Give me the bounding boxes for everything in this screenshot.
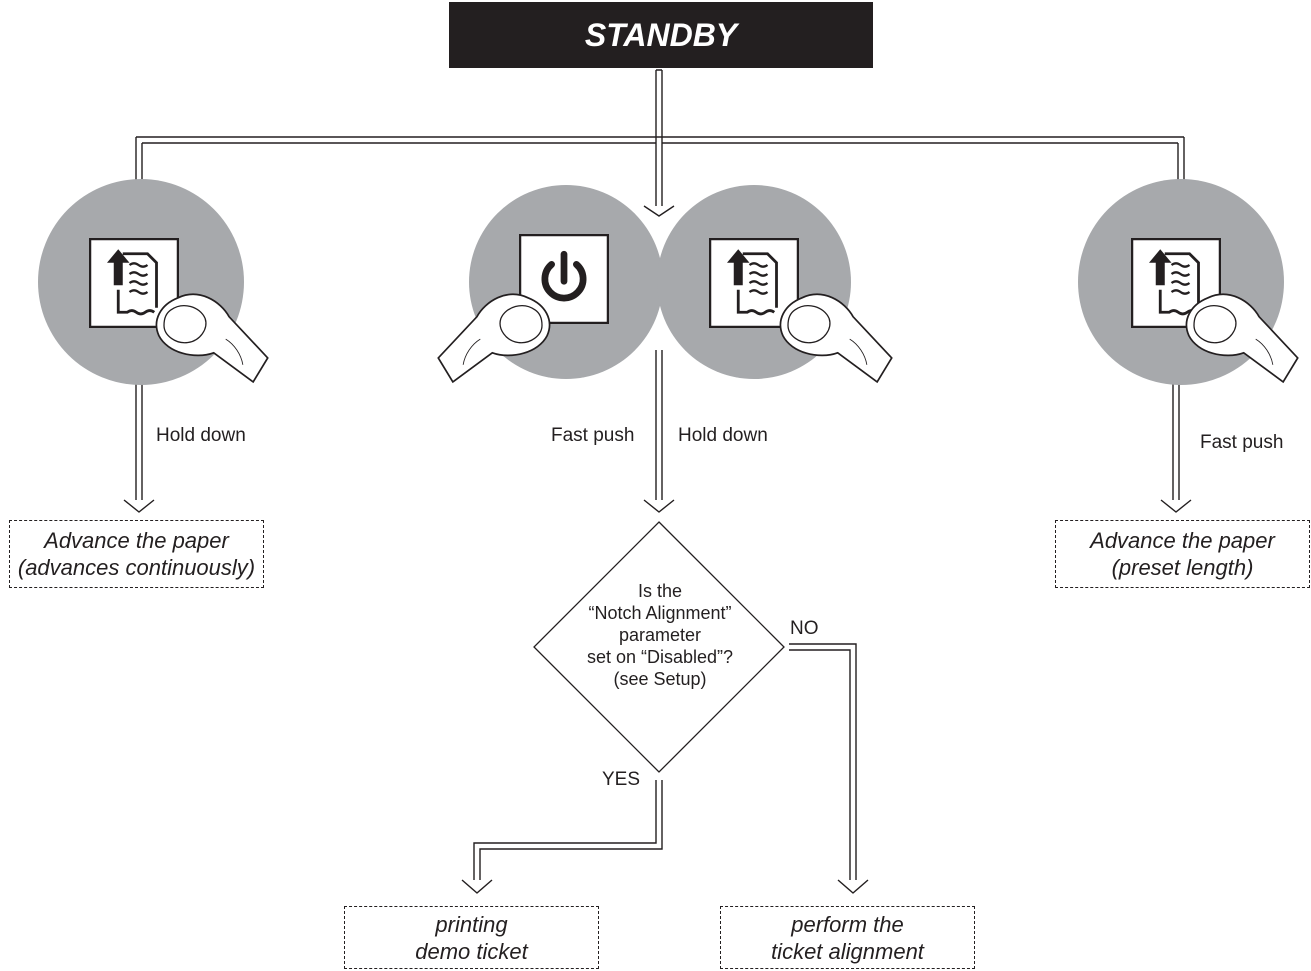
outcome-line: printing bbox=[435, 911, 508, 937]
outcome-advance-preset: Advance the paper (preset length) bbox=[1055, 520, 1310, 588]
label-left-hold-down: Hold down bbox=[156, 425, 246, 446]
connector-no bbox=[789, 643, 869, 894]
question-line: (see Setup) bbox=[613, 669, 707, 689]
outcome-line: (preset length) bbox=[1111, 555, 1254, 580]
question-line: Is the bbox=[637, 581, 683, 601]
arrowhead-center bbox=[643, 205, 675, 217]
question-line: “Notch Alignment” bbox=[588, 603, 732, 623]
outcome-line: Advance the paper bbox=[44, 528, 229, 553]
connector-center-down bbox=[643, 350, 675, 513]
outcome-line: demo ticket bbox=[415, 938, 528, 964]
decision-question: Is the “Notch Alignment” parameter set o… bbox=[560, 580, 760, 690]
outcome-line: Advance the paper bbox=[1090, 528, 1275, 553]
label-yes: YES bbox=[602, 769, 641, 790]
question-line: set on “Disabled”? bbox=[586, 647, 734, 667]
outcome-line: ticket alignment bbox=[771, 938, 924, 964]
label-center-hold-down: Hold down bbox=[678, 425, 768, 446]
outcome-line: (advances continuously) bbox=[17, 555, 256, 580]
label-center-fast-push: Fast push bbox=[551, 425, 635, 446]
outcome-demo-ticket: printing demo ticket bbox=[344, 906, 599, 969]
outcome-advance-continuous: Advance the paper (advances continuously… bbox=[9, 520, 264, 588]
outcome-line: perform the bbox=[791, 911, 904, 937]
outcome-ticket-alignment: perform the ticket alignment bbox=[720, 906, 975, 969]
decision-diamond bbox=[533, 521, 785, 773]
label-right-fast-push: Fast push bbox=[1200, 432, 1284, 453]
connector-yes bbox=[461, 780, 663, 894]
connector-horizontal bbox=[135, 136, 1185, 206]
connector-trunk bbox=[655, 69, 663, 206]
standby-title: STANDBY bbox=[449, 2, 873, 68]
question-line: parameter bbox=[618, 625, 702, 645]
label-no: NO bbox=[790, 618, 819, 639]
